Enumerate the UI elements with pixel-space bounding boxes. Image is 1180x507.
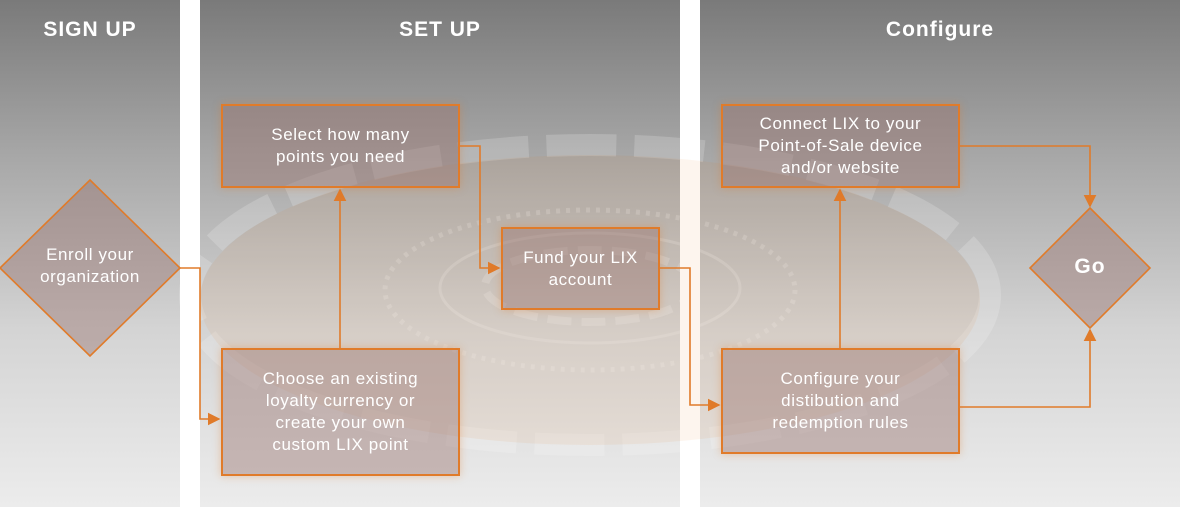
lane-set-up: SET UP [200, 0, 680, 507]
step-configure-rules: Configure your distibution and redemptio… [721, 348, 960, 454]
step-connect-lix: Connect LIX to your Point-of-Sale device… [721, 104, 960, 188]
step-go: Go [1074, 255, 1106, 278]
step-fund-account: Fund your LIX account [501, 227, 660, 310]
step-enroll-organization: Enroll your organization [40, 245, 140, 286]
lane-title-sign-up: SIGN UP [43, 18, 137, 41]
step-choose-currency: Choose an existing loyalty currency or c… [221, 348, 460, 476]
lane-title-set-up: SET UP [399, 18, 481, 41]
step-select-points: Select how many points you need [221, 104, 460, 188]
lane-title-configure: Configure [885, 18, 995, 41]
